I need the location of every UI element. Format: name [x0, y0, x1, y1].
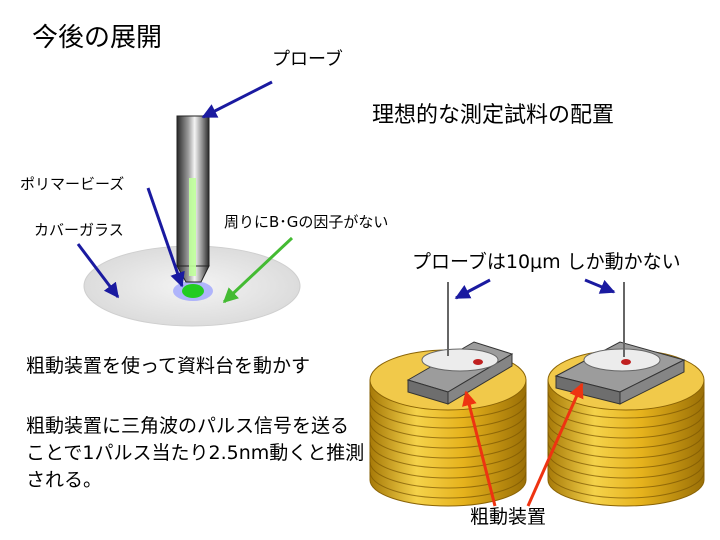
- arrow-probe: [201, 80, 273, 119]
- slide-title: 今後の展開: [32, 23, 163, 53]
- arrow-beads: [146, 187, 185, 288]
- probe: [176, 115, 210, 283]
- arrow-limit-right: [584, 278, 616, 294]
- arrow-cover: [76, 243, 120, 299]
- label-probe-limit: プローブは10μm しか動かない: [412, 251, 681, 273]
- label-cover-glass: カバーガラス: [34, 221, 124, 239]
- slide-subtitle: 理想的な測定試料の配置: [372, 103, 615, 128]
- arrow-around: [222, 236, 294, 304]
- coarse-stage-left: [369, 282, 527, 507]
- label-probe: プローブ: [272, 49, 343, 70]
- note-move-stage: 粗動装置を使って資料台を動かす: [26, 355, 311, 377]
- polymer-bead: [182, 284, 204, 298]
- coarse-stage-right: [547, 282, 705, 507]
- label-polymer-beads: ポリマービーズ: [20, 175, 125, 193]
- arrow-coarse-right: [526, 382, 584, 507]
- arrow-coarse-left: [462, 390, 497, 507]
- arrow-limit-left: [454, 278, 491, 300]
- note-pulse-signal: 粗動装置に三角波のパルス信号を送ることで1パルス当たり2.5nm動くと推測される…: [26, 415, 365, 491]
- label-coarse-device: 粗動装置: [470, 506, 547, 528]
- label-no-background-factor: 周りにB･Gの因子がない: [224, 213, 389, 231]
